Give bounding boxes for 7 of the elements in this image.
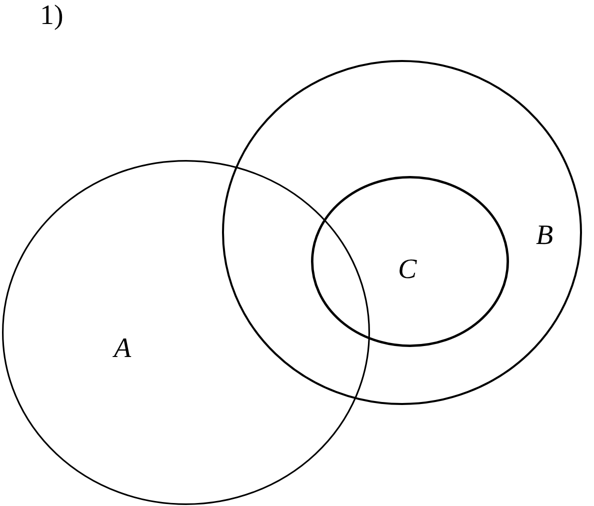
figure-number: 1) [40,2,64,30]
set-label: A [114,335,132,363]
set-ellipse [311,176,509,347]
set-ellipse [2,160,370,505]
set-label: B [536,222,554,250]
set-ellipse [222,60,582,405]
set-label: C [398,256,417,284]
